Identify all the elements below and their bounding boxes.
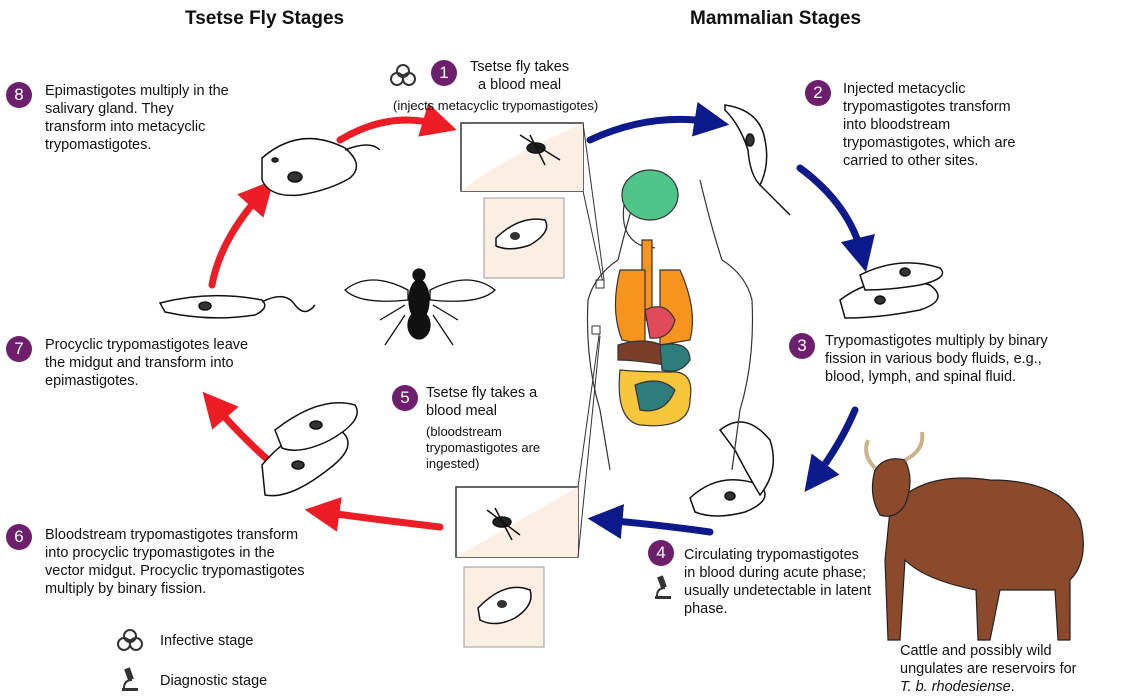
microscope-icon-step-4	[653, 574, 673, 605]
step-8-badge: 8	[6, 82, 32, 108]
arrow-5-to-6	[322, 512, 440, 527]
legend-biohazard-icon	[117, 627, 143, 658]
arrow-4-to-5	[605, 520, 710, 532]
step-5-text: Tsetse fly takes a blood meal	[426, 384, 537, 420]
step-7-text: Procyclic trypomastigotes leave the midg…	[45, 336, 248, 390]
step-6-badge: 6	[6, 524, 32, 550]
step-1-text: Tsetse fly takes a blood meal	[470, 58, 569, 94]
legend-infective-label: Infective stage	[160, 632, 254, 650]
metacyclic-parasite	[725, 105, 790, 215]
step-1-subtext: (injects metacyclic trypomastigotes)	[393, 98, 598, 114]
bloodstream-trypomastigotes	[840, 263, 943, 318]
step-8-text: Epimastigotes multiply in the salivary g…	[45, 82, 229, 154]
step-4-text: Circulating trypomastigotes in blood dur…	[684, 546, 871, 618]
step-2-badge: 2	[805, 80, 831, 106]
arrow-2-to-3	[800, 168, 862, 255]
step-6-text: Bloodstream trypomastigotes transform in…	[45, 526, 304, 598]
step-1-badge: 1	[431, 60, 457, 86]
bite-inset-5	[456, 487, 578, 647]
step-3-text: Trypomastigotes multiply by binary fissi…	[825, 332, 1048, 386]
reservoir-caption: Cattle and possibly wild ungulates are r…	[900, 642, 1125, 696]
bite-inset-1	[461, 123, 583, 278]
arrow-3-to-4	[815, 410, 855, 478]
arrow-1-to-2	[590, 119, 712, 140]
arrow-6-to-7	[214, 405, 268, 460]
arrow-8-to-1	[340, 120, 440, 140]
step-7-badge: 7	[6, 336, 32, 362]
step-3-badge: 3	[789, 333, 815, 359]
step-4-badge: 4	[648, 540, 674, 566]
arrow-7-to-8	[212, 193, 262, 285]
tsetse-fly-illustration	[345, 269, 495, 345]
reservoir-species: T. b. rhodesiense	[900, 679, 1011, 695]
mammalian-stages-heading: Mammalian Stages	[690, 8, 861, 30]
dividing-procyclic-parasites	[262, 403, 357, 496]
procyclic-parasite	[160, 296, 315, 318]
step-2-text: Injected metacyclic trypomastigotes tran…	[843, 80, 1015, 170]
step-5-subtext: (bloodstream trypomastigotes are ingeste…	[426, 424, 540, 472]
legend-diagnostic-label: Diagnostic stage	[160, 672, 267, 690]
tsetse-fly-stages-heading: Tsetse Fly Stages	[185, 8, 344, 30]
legend-microscope-icon	[120, 666, 140, 697]
cattle-illustration	[866, 432, 1083, 640]
epimastigote-parasite	[262, 139, 380, 196]
step-5-badge: 5	[392, 385, 418, 411]
biohazard-icon-step-1	[390, 62, 416, 93]
